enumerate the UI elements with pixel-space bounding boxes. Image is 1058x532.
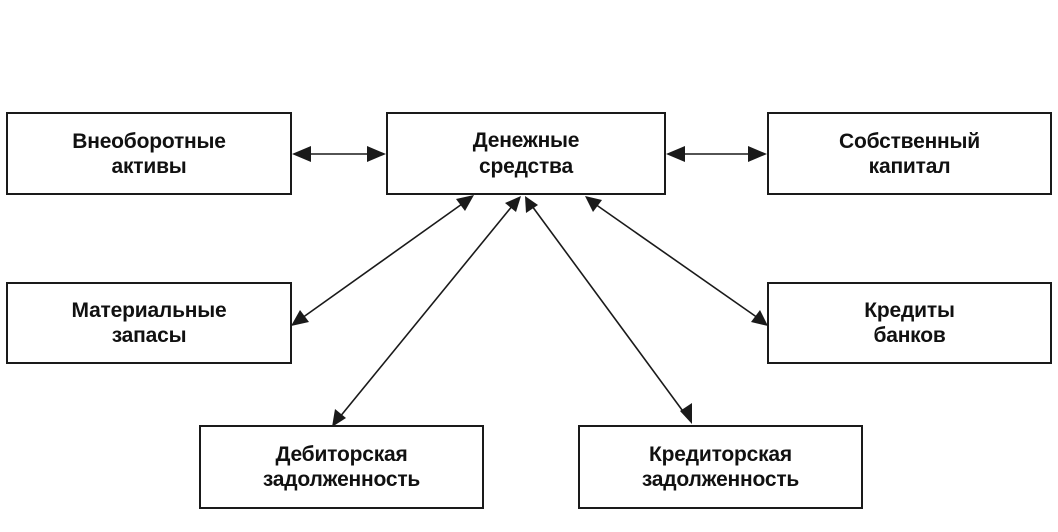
arrow-cash-equity: [666, 146, 767, 162]
node-cash: Денежные средства: [386, 112, 666, 195]
node-inventory-line2: запасы: [111, 324, 187, 347]
node-cash-line1: Денежные: [472, 129, 580, 152]
node-bank-loans: Кредиты банков: [767, 282, 1052, 364]
node-payables-line2: задолженность: [641, 468, 800, 491]
arrow-cash-payables: [525, 196, 692, 424]
node-payables-line1: Кредиторская: [649, 443, 792, 466]
node-bank-loans-line2: банков: [873, 324, 946, 347]
node-cash-line2: средства: [479, 155, 573, 178]
node-inventory: Материальные запасы: [6, 282, 292, 364]
arrow-cash-noncurrent-assets: [292, 146, 386, 162]
arrow-cash-receivables: [332, 196, 521, 427]
node-equity: Собственный капитал: [767, 112, 1052, 195]
node-bank-loans-line1: Кредиты: [864, 299, 955, 322]
node-noncurrent-assets: Внеоборотные активы: [6, 112, 292, 195]
arrow-cash-inventory: [291, 195, 474, 326]
node-inventory-line1: Материальные: [71, 299, 227, 322]
node-receivables-line2: задолженность: [262, 468, 421, 491]
node-equity-line1: Собственный: [839, 129, 980, 153]
node-payables: Кредиторская задолженность: [578, 425, 863, 509]
node-equity-line2: капитал: [868, 154, 951, 178]
node-noncurrent-assets-line2: активы: [111, 154, 187, 178]
node-receivables: Дебиторская задолженность: [199, 425, 484, 509]
node-receivables-line1: Дебиторская: [275, 443, 408, 466]
arrow-cash-bank-loans: [585, 196, 768, 326]
node-noncurrent-assets-line1: Внеоборотные: [72, 129, 226, 153]
